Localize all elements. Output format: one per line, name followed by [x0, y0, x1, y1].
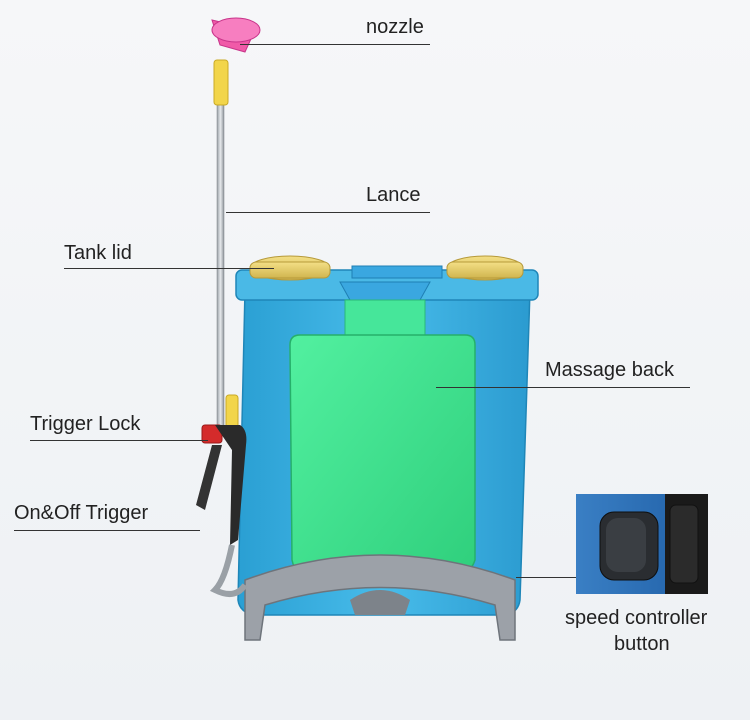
label-nozzle: nozzle — [366, 16, 424, 38]
label-massage-back: Massage back — [545, 359, 674, 381]
tank-lid-right — [446, 255, 524, 281]
leader-line-tank-lid — [64, 268, 274, 269]
nozzle — [211, 17, 261, 106]
leader-line-massage-back — [436, 387, 690, 388]
lance — [216, 99, 225, 431]
trigger-assembly — [196, 394, 248, 597]
label-trigger-lock: Trigger Lock — [30, 413, 141, 435]
leader-line-on-off-trigger — [14, 530, 200, 531]
massage-back-panel — [289, 334, 476, 579]
leader-line-trigger-lock — [30, 440, 208, 441]
label-tank-lid: Tank lid — [64, 242, 132, 264]
label-speed-controller-line2: button — [614, 633, 670, 655]
label-lance: Lance — [366, 184, 421, 206]
label-on-off-trigger: On&Off Trigger — [14, 502, 149, 524]
tank-lid-left — [249, 255, 331, 281]
leader-line-nozzle — [240, 44, 430, 45]
label-speed-controller-line1: speed controller — [565, 607, 708, 629]
bottom-handle — [244, 554, 516, 641]
leader-line-speed-controller — [516, 577, 576, 578]
leader-line-lance — [226, 212, 430, 213]
speed-controller-inset — [576, 494, 708, 594]
